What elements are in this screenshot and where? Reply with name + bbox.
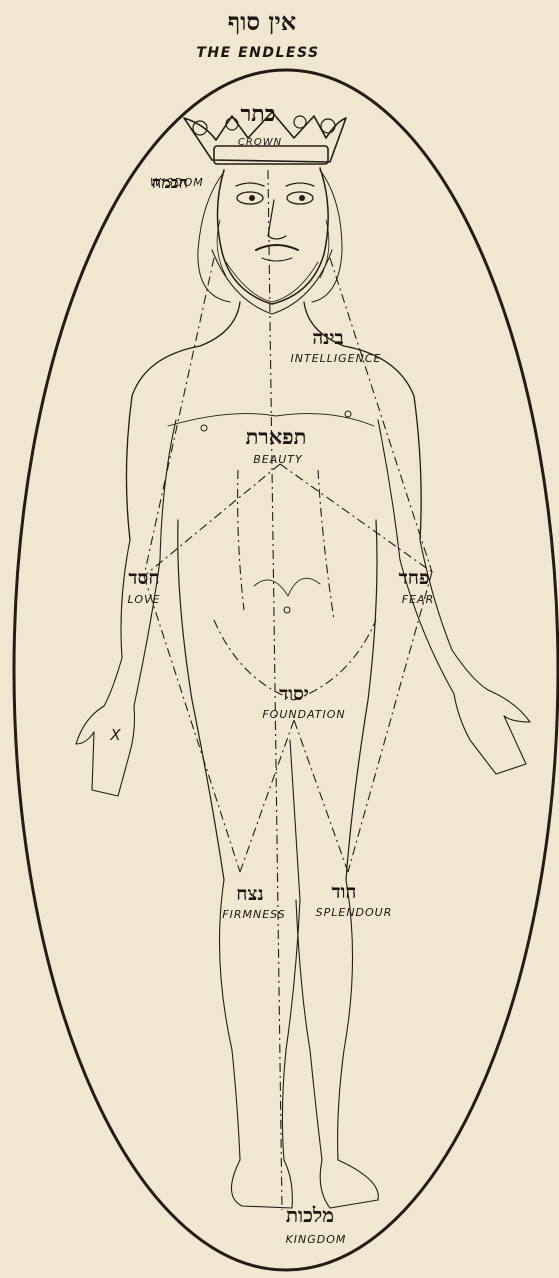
yesod-hebrew: יסוד — [279, 683, 309, 705]
tiferet-english: BEAUTY — [253, 453, 303, 466]
hod-hebrew: הוד — [332, 881, 357, 903]
malkhut-english: KINGDOM — [286, 1233, 347, 1246]
binah-english: INTELLIGENCE — [291, 352, 382, 365]
title-hebrew: אין סוף — [228, 7, 296, 36]
hod-english: SPLENDOUR — [316, 906, 393, 919]
malkhut-hebrew: מלכות — [286, 1203, 334, 1227]
chesed-english: LOVE — [128, 593, 161, 606]
endless-oval — [14, 70, 558, 1270]
binah-hebrew: בינה — [312, 327, 343, 349]
title-english: THE ENDLESS — [196, 45, 319, 61]
yesod-english: FOUNDATION — [262, 708, 345, 721]
netzach-english: FIRMNESS — [222, 908, 285, 921]
chokhmah-english: WISDOM — [150, 176, 204, 189]
chesed-hebrew: חסד — [128, 567, 159, 589]
keter-hebrew: כתר — [241, 101, 276, 127]
pachad-hebrew: פחד — [399, 567, 430, 589]
keter-english: CROWN — [238, 137, 282, 148]
netzach-hebrew: נצח — [236, 883, 263, 905]
pachad-english: FEAR — [402, 593, 434, 606]
tiferet-hebrew: תפארת — [246, 424, 307, 449]
palm-mark: X — [109, 726, 121, 744]
